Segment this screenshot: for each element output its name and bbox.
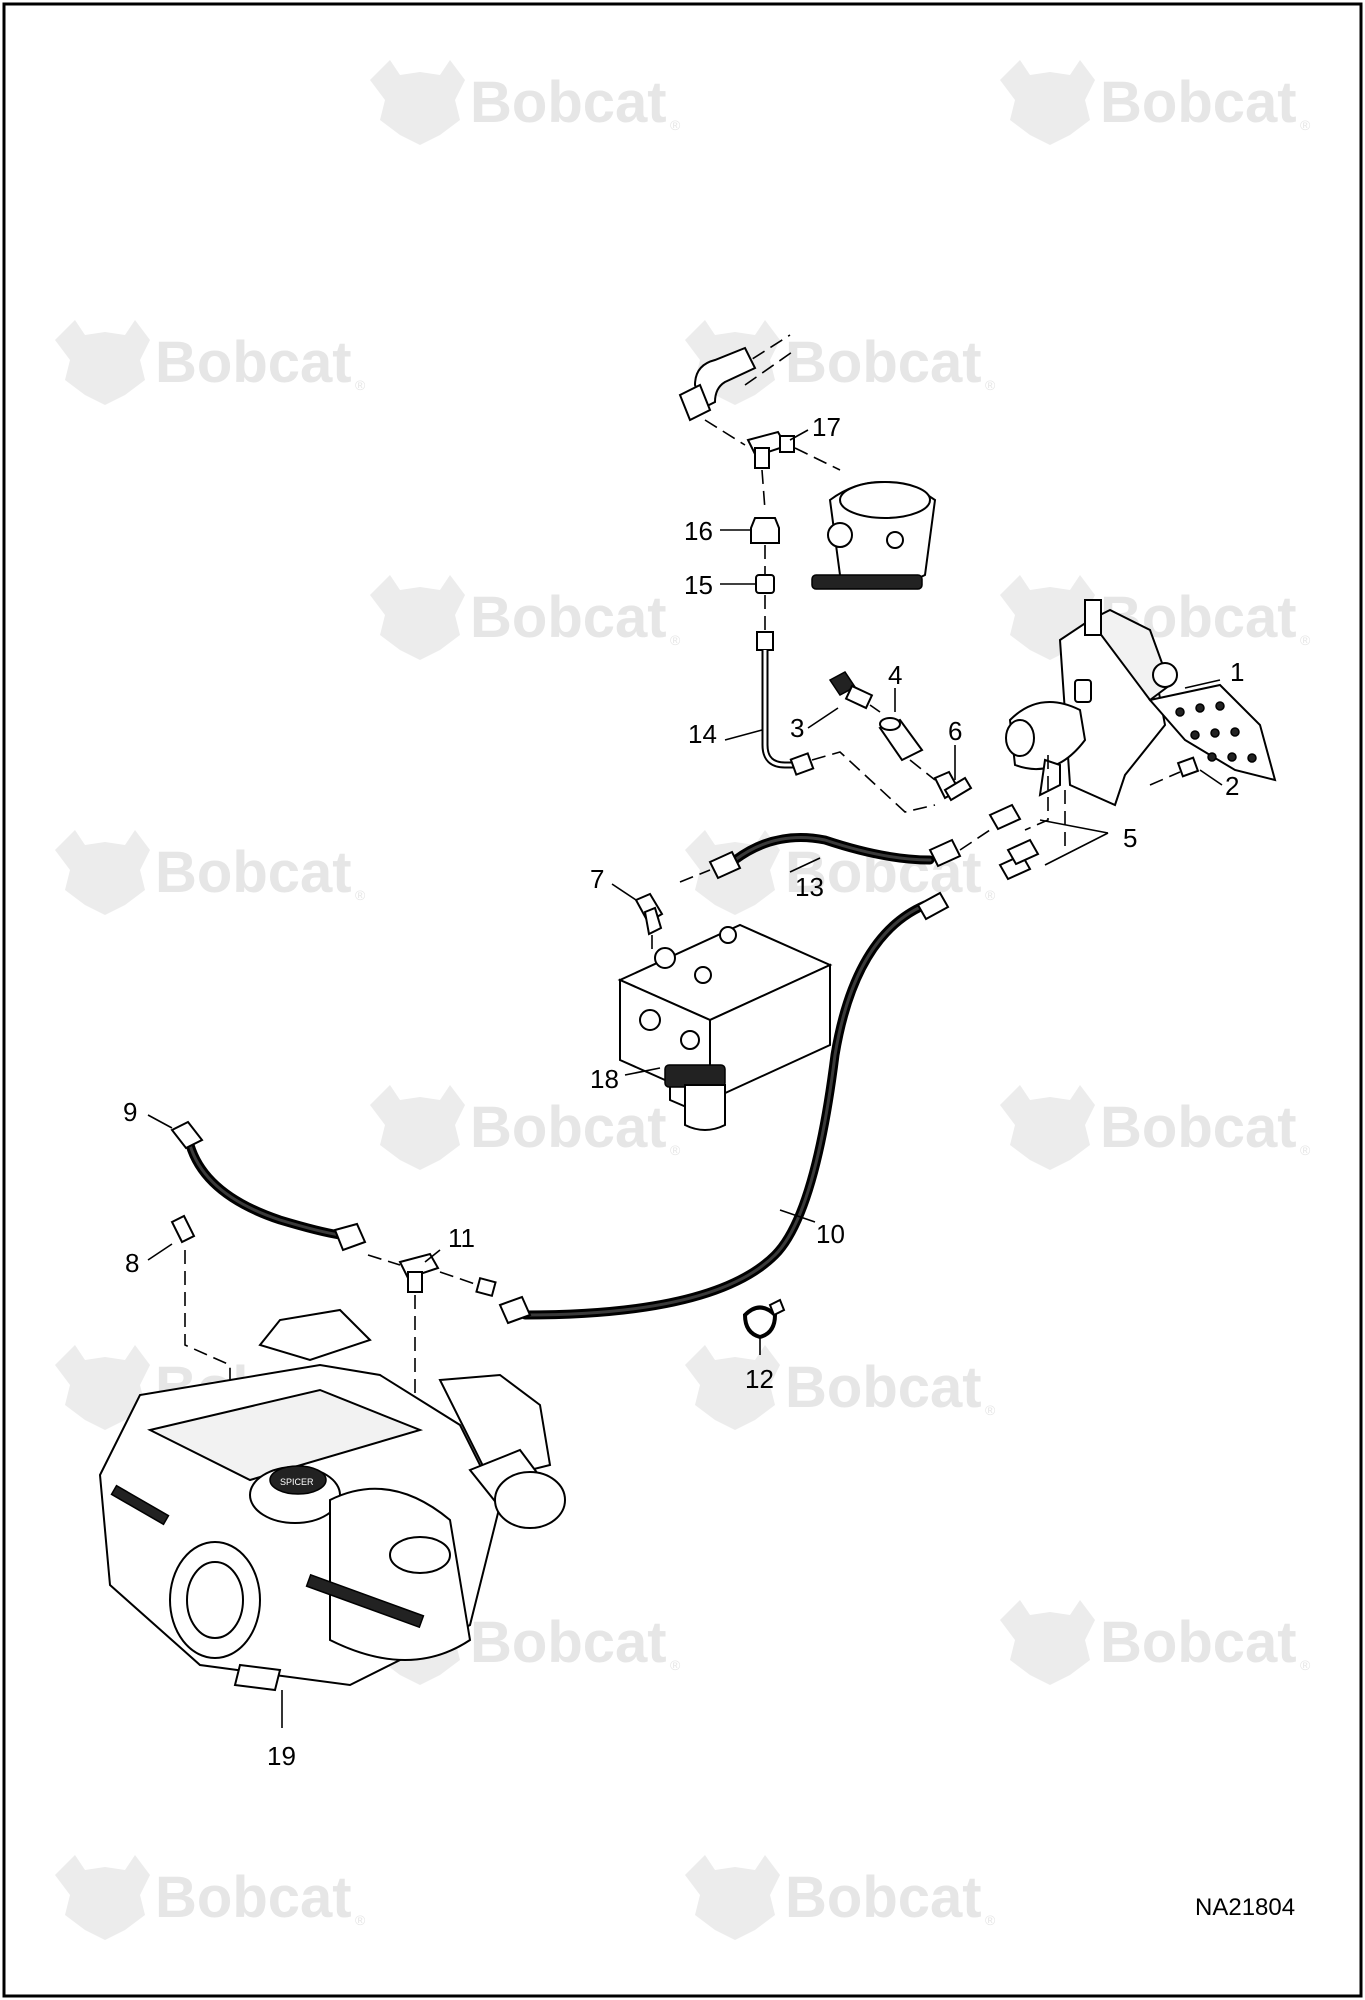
- watermark-reg: ®: [985, 1402, 996, 1418]
- callout-10: 10: [816, 1219, 845, 1249]
- watermark-text: Bobcat: [785, 330, 982, 395]
- callout-19: 19: [267, 1741, 296, 1771]
- callout-7: 7: [590, 864, 604, 894]
- watermark-reg: ®: [355, 887, 366, 903]
- callout-1: 1: [1230, 657, 1244, 687]
- watermark-text: Bobcat: [785, 1355, 982, 1420]
- figure-id: NA21804: [1195, 1894, 1295, 1921]
- callout-14: 14: [688, 719, 717, 749]
- watermark-reg: ®: [670, 632, 681, 648]
- clamp-12: [742, 1298, 786, 1340]
- bobcat-logo-icon: [370, 575, 465, 660]
- watermark-text: Bobcat: [155, 1865, 352, 1930]
- pedal-valve-1: [1005, 599, 1178, 807]
- bobcat-logo-icon: [1000, 1085, 1095, 1170]
- watermark-reg: ®: [985, 377, 996, 393]
- callout-11: 11: [448, 1223, 475, 1253]
- bobcat-logo-icon: [370, 1085, 465, 1170]
- callout-17: 17: [812, 412, 841, 442]
- watermark: Bobcat ®: [1000, 60, 1311, 145]
- watermark: Bobcat ®: [1000, 1085, 1311, 1170]
- watermark: Bobcat ®: [55, 320, 366, 405]
- watermark-reg: ®: [355, 1912, 366, 1928]
- callout-16: 16: [684, 516, 713, 546]
- callout-3: 3: [790, 713, 804, 743]
- fitting-8: [170, 1214, 196, 1244]
- fittings-5: [988, 803, 1040, 881]
- hose-13: [708, 833, 962, 880]
- watermark: Bobcat ®: [685, 1855, 996, 1940]
- callout-9: 9: [123, 1097, 137, 1127]
- callout-2: 2: [1225, 771, 1239, 801]
- bobcat-logo-icon: [685, 1855, 780, 1940]
- sleeve-4: [878, 717, 924, 762]
- pump-badge-text: SPICER: [280, 1477, 314, 1487]
- bobcat-logo-icon: [685, 1345, 780, 1430]
- bobcat-logo-icon: [1000, 60, 1095, 145]
- watermark: Bobcat ®: [55, 1855, 366, 1940]
- watermark: Bobcat ®: [685, 1345, 996, 1430]
- watermark-reg: ®: [670, 1142, 681, 1158]
- fitting-7: [634, 892, 664, 936]
- watermark: Bobcat ®: [370, 575, 681, 660]
- callout-4: 4: [888, 660, 902, 690]
- hose-9: [170, 1120, 367, 1252]
- watermark-layer: Bobcat ® Bobcat ® Bobcat ® Bobcat ® Bobc…: [55, 60, 1311, 1940]
- hose-10: [498, 891, 950, 1325]
- bobcat-logo-icon: [1000, 1600, 1095, 1685]
- leader-lines: [147, 429, 1223, 1728]
- bobcat-logo-icon: [55, 320, 150, 405]
- callout-6: 6: [948, 716, 962, 746]
- watermark-text: Bobcat: [155, 330, 352, 395]
- upper-hose-elbow: [678, 334, 796, 446]
- bobcat-logo-icon: [55, 830, 150, 915]
- watermark-text: Bobcat: [470, 585, 667, 650]
- watermark-reg: ®: [1300, 1657, 1311, 1673]
- watermark-text: Bobcat: [470, 1095, 667, 1160]
- watermark-text: Bobcat: [785, 1865, 982, 1930]
- pedal-plate: [1148, 683, 1277, 782]
- valve-block-18: [617, 923, 833, 1131]
- fitting-15: [755, 574, 775, 594]
- callout-8: 8: [125, 1248, 139, 1278]
- watermark-text: Bobcat: [470, 1610, 667, 1675]
- watermark-reg: ®: [1300, 117, 1311, 133]
- callout-18: 18: [590, 1064, 619, 1094]
- watermark-reg: ®: [670, 1657, 681, 1673]
- watermark-reg: ®: [1300, 632, 1311, 648]
- watermark: Bobcat ®: [55, 830, 366, 915]
- watermark-text: Bobcat: [1100, 1610, 1297, 1675]
- watermark: Bobcat ®: [370, 1085, 681, 1170]
- watermark-text: Bobcat: [1100, 70, 1297, 135]
- watermark-reg: ®: [355, 377, 366, 393]
- callout-labels: 1 2 3 4 5 6 7 8 9 10 11 12 13 14 15 16 1…: [123, 412, 1244, 1771]
- callout-15: 15: [684, 570, 713, 600]
- callout-5: 5: [1123, 823, 1137, 853]
- bobcat-logo-icon: [55, 1855, 150, 1940]
- watermark: Bobcat ®: [1000, 1600, 1311, 1685]
- bolt-2: [1176, 756, 1200, 778]
- watermark-text: Bobcat: [470, 70, 667, 135]
- watermark-reg: ®: [985, 1912, 996, 1928]
- watermark: Bobcat ®: [370, 60, 681, 145]
- callout-12: 12: [745, 1364, 774, 1394]
- watermark-reg: ®: [670, 117, 681, 133]
- steering-motor: [811, 481, 937, 590]
- bobcat-logo-icon: [55, 1345, 150, 1430]
- watermark-reg: ®: [1300, 1142, 1311, 1158]
- watermark-text: Bobcat: [1100, 1095, 1297, 1160]
- nut-16: [750, 517, 780, 544]
- hydrostatic-pump-19: SPICER: [98, 1308, 566, 1692]
- bobcat-logo-icon: [370, 60, 465, 145]
- switch-3: [828, 671, 874, 710]
- elbow-fitting-6: [933, 770, 973, 802]
- tube-14: [756, 631, 815, 776]
- callout-13: 13: [795, 872, 824, 902]
- watermark-reg: ®: [985, 887, 996, 903]
- watermark-text: Bobcat: [155, 840, 352, 905]
